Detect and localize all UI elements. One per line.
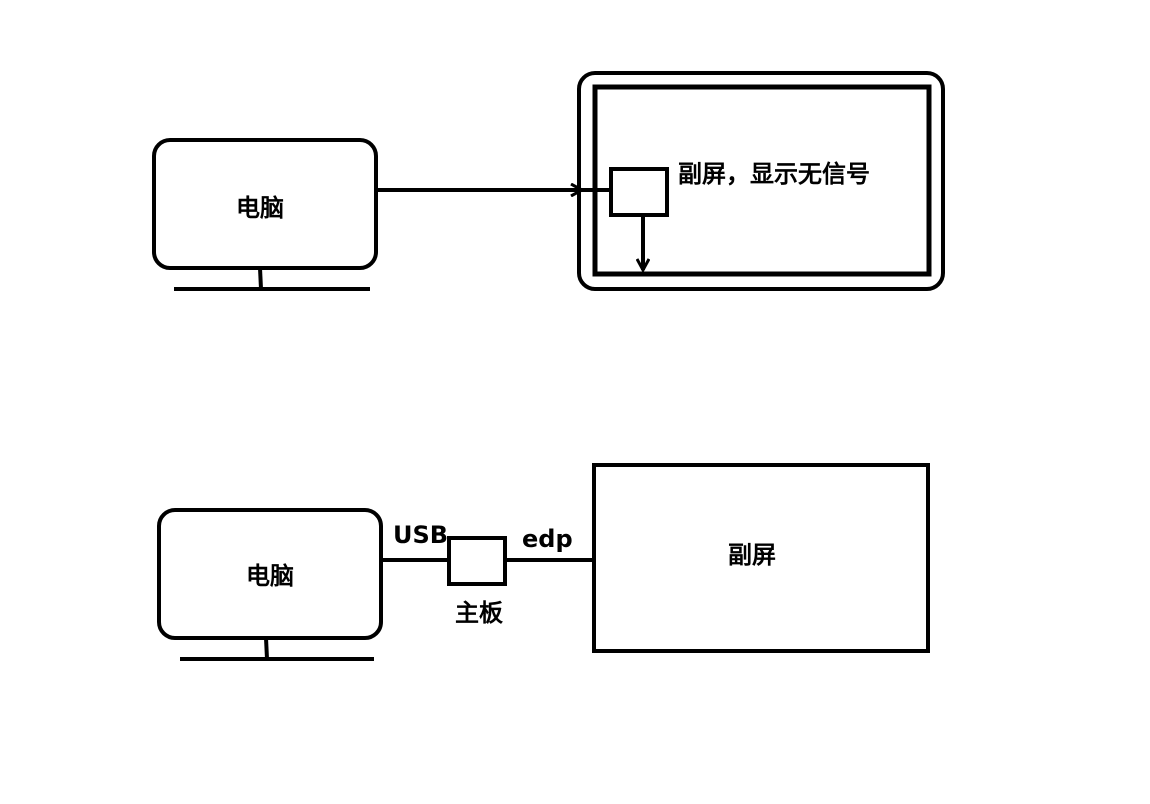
bottom-computer-monitor: 电脑	[157, 508, 383, 661]
top-secondary-screen-outer-frame	[577, 71, 945, 291]
bottom-computer-label: 电脑	[246, 562, 294, 590]
top-computer-screen	[152, 138, 378, 270]
bottom-secondary-screen	[592, 463, 930, 653]
top-computer-stand-neck	[258, 267, 263, 290]
top-computer-monitor: 电脑	[152, 138, 378, 291]
edp-label: edp	[522, 525, 573, 553]
bottom-computer-screen	[157, 508, 383, 640]
top-secondary-screen: 副屏，显示无信号	[577, 71, 945, 291]
top-diagram: 电脑 副屏，显示无信号	[152, 71, 945, 291]
mainboard-label: 主板	[455, 599, 504, 627]
bottom-secondary-screen-label: 副屏	[728, 541, 776, 569]
usb-label: USB	[393, 521, 448, 549]
bottom-computer-stand-neck	[264, 637, 269, 660]
top-secondary-screen-note: 副屏，显示无信号	[678, 160, 870, 188]
top-secondary-screen-inner-frame	[592, 84, 932, 277]
mainboard-box	[447, 536, 507, 586]
top-screen-port-box	[609, 167, 669, 217]
top-computer-label: 电脑	[236, 194, 284, 222]
bottom-diagram: 电脑 USB 主板 edp 副屏	[157, 463, 930, 661]
